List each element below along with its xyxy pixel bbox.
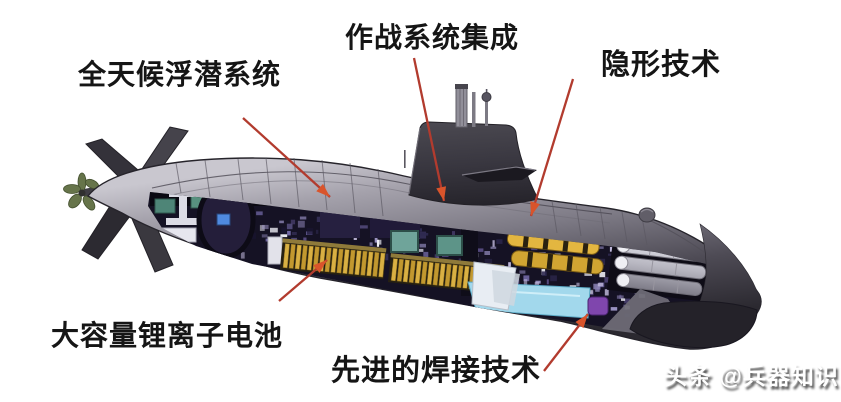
label-stealth-tech: 隐形技术 [601,49,722,81]
label-lithium-battery: 大容量锂离子电池 [51,320,284,351]
annotation-line-stealth [529,78,575,217]
propeller [63,172,99,211]
sonar-dome [629,300,758,349]
periscope-masts [404,84,492,168]
control-consoles [390,230,463,256]
battery-bank-1 [279,238,387,280]
label-snorkel-system: 全天候浮潜系统 [78,59,282,90]
torpedo-room-tank [467,261,591,319]
annotation-line-combat [412,57,446,202]
annotation-arrowhead-stealth [530,201,540,216]
torpedo-rack [506,230,604,275]
label-combat-system: 作战系统集成 [345,22,520,53]
aux-equipment-purple [587,296,609,316]
hull-frame-lines [175,157,648,246]
annotation-arrows [242,57,589,372]
stern-x-fins [81,126,189,273]
annotation-arrowhead-snorkel [316,183,330,197]
sail-plane [462,166,537,182]
label-welding-tech: 先进的焊接技术 [331,355,542,387]
sail [408,121,539,206]
annotation-arrowhead-battery [313,260,327,273]
deck-sensor-dome [638,207,656,223]
annotation-arrowhead-combat [436,186,447,201]
annotation-line-snorkel [242,117,331,198]
watermark-toutiao: 头条 @兵器知识 [664,363,839,389]
annotation-arrowhead-welding [575,314,588,329]
